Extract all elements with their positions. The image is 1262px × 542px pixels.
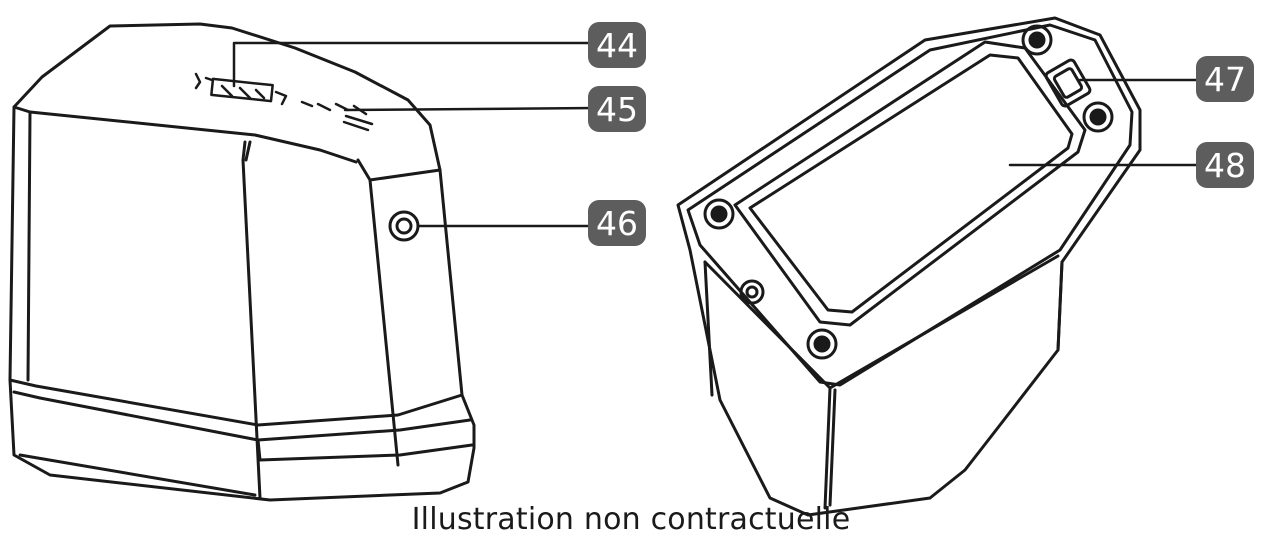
device-right	[676, 16, 1142, 517]
callout-44-label: 44	[596, 26, 638, 65]
callout-47-label: 47	[1204, 60, 1246, 99]
device-left	[8, 22, 476, 502]
callout-44: 44	[588, 22, 646, 68]
callout-46: 46	[588, 200, 646, 246]
side-port	[388, 210, 420, 242]
callout-47: 47	[1196, 56, 1254, 102]
connector-port	[1044, 58, 1092, 108]
callout-45-label: 45	[596, 90, 638, 129]
callout-48: 48	[1196, 142, 1254, 188]
leader-lines	[232, 41, 1202, 228]
callout-45: 45	[588, 86, 646, 132]
caption: Illustration non contractuelle	[411, 502, 851, 537]
callout-48-label: 48	[1204, 146, 1246, 185]
callout-46-label: 46	[596, 204, 638, 243]
top-controls	[194, 72, 374, 132]
screw-holes	[703, 24, 1114, 360]
